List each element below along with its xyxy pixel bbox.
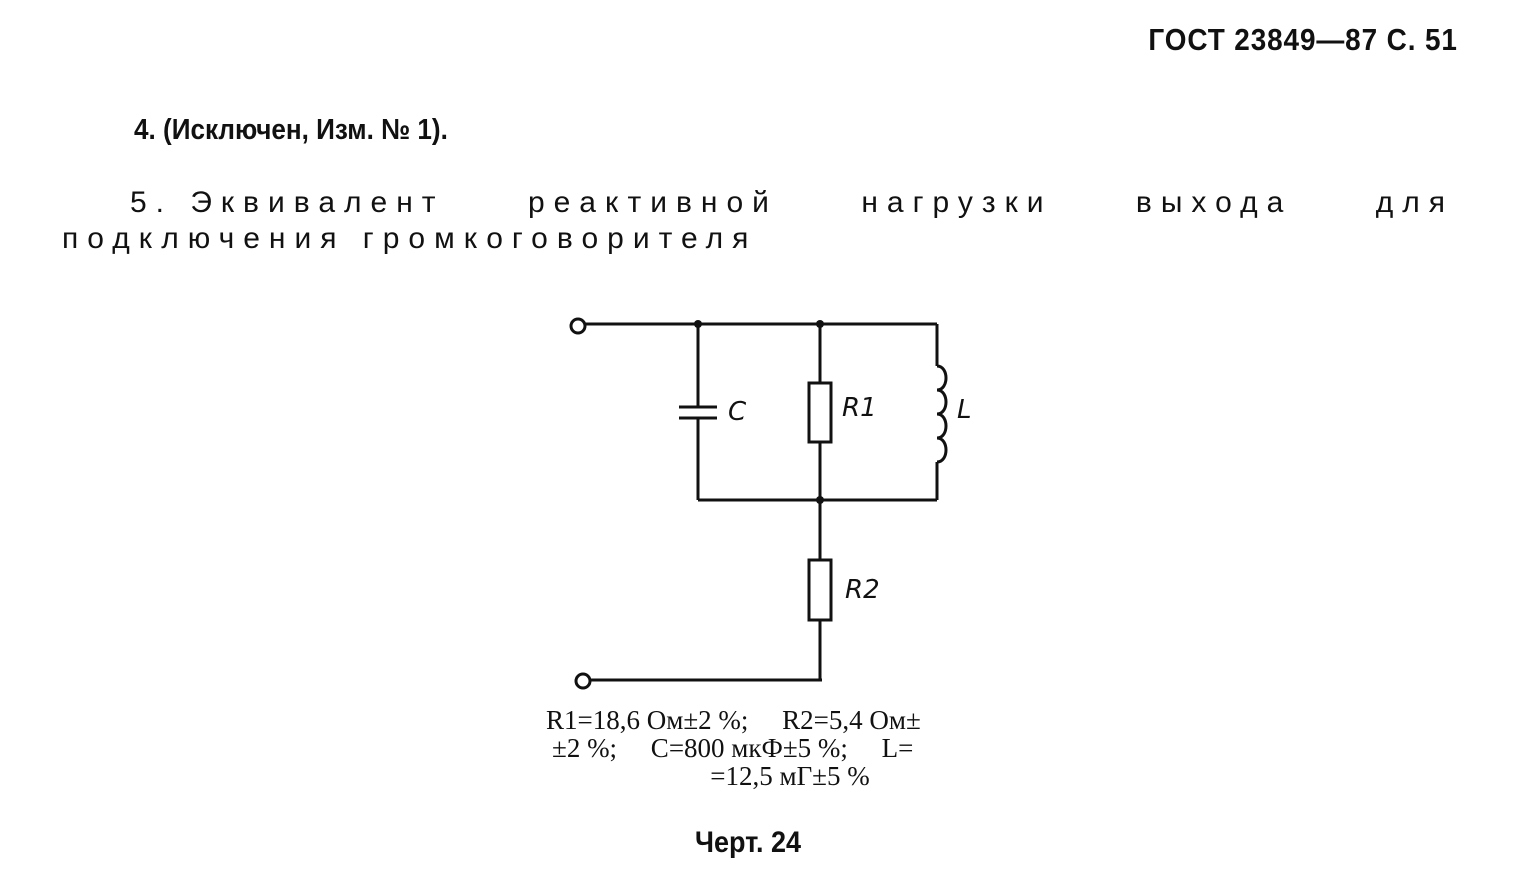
inductor-coil: [936, 364, 948, 464]
r2-resistor: [807, 558, 833, 622]
node: [816, 496, 824, 504]
word: нагрузки: [861, 186, 1053, 219]
word: 5. Эквивалент: [130, 186, 445, 219]
caption-line-2: ±2 %; C=800 мкФ±5 %; L=: [552, 733, 914, 763]
label-c: C: [728, 397, 747, 427]
node: [694, 320, 702, 328]
item-5-line-2: подключения громкоговорителя: [62, 222, 758, 255]
label-r1: R1: [842, 393, 877, 423]
word: выхода: [1135, 186, 1293, 219]
caption-line-1: R1=18,6 Ом±2 %; R2=5,4 Ом±: [546, 705, 921, 735]
word: для: [1375, 186, 1454, 219]
page-header: ГОСТ 23849—87 С. 51: [1148, 22, 1458, 57]
item-5-line-1: 5. Эквивалент реактивной нагрузки выхода…: [130, 186, 1454, 220]
node: [816, 320, 824, 328]
input-terminal-bottom: [574, 672, 592, 690]
figure-label: Черт. 24: [695, 826, 802, 859]
r1-resistor: [807, 381, 833, 444]
caption-line-3: =12,5 мГ±5 %: [710, 761, 870, 791]
label-r2: R2: [845, 575, 880, 605]
word: реактивной: [527, 186, 778, 219]
component-values-caption: R1=18,6 Ом±2 %; R2=5,4 Ом± ±2 %; C=800 м…: [540, 706, 1040, 790]
label-l: L: [957, 395, 972, 425]
item-4-text: 4. (Исключен, Изм. № 1).: [134, 114, 448, 146]
input-terminal-top: [569, 317, 587, 335]
